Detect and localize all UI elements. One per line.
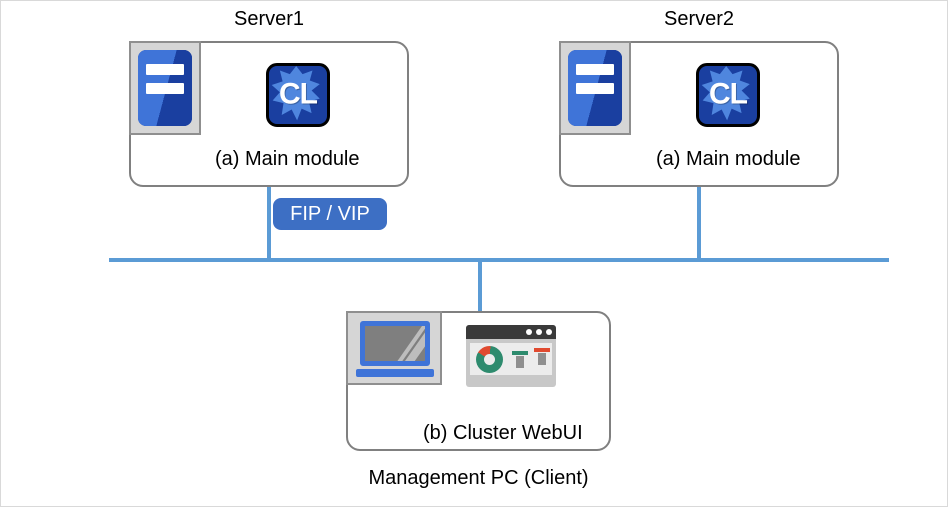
server-rack-icon-bar-2 <box>576 83 614 94</box>
management-pc-box[interactable]: (b) Cluster WebUI <box>346 311 611 451</box>
management-pc-network-link <box>478 260 482 312</box>
browser-dot-icon <box>536 329 542 335</box>
cluster-cl-icon: CL <box>266 63 330 127</box>
browser-dashboard-icon-titlebar <box>466 325 556 339</box>
network-bus-line <box>109 258 889 262</box>
browser-dashboard-icon <box>466 325 556 387</box>
cluster-webui-label: (b) Cluster WebUI <box>423 422 583 444</box>
server2-box[interactable]: CL (a) Main module <box>559 41 839 187</box>
server1-title: Server1 <box>233 8 305 30</box>
browser-dashboard-icon-canvas <box>470 343 552 375</box>
server-rack-icon <box>559 41 631 135</box>
donut-chart-icon <box>476 346 503 373</box>
cluster-cl-icon-text: CL <box>709 77 748 111</box>
cluster-cl-icon-text: CL <box>279 77 318 111</box>
browser-dot-icon <box>526 329 532 335</box>
laptop-icon-screen <box>360 321 430 366</box>
bar-chart-icon-1-stem <box>516 356 524 368</box>
cluster-cl-icon-splash <box>271 66 320 121</box>
bar-chart-icon-1-cap <box>512 351 528 355</box>
server1-network-link <box>267 187 271 262</box>
server-rack-icon-bar-1 <box>146 64 184 75</box>
browser-dot-icon <box>546 329 552 335</box>
cluster-cl-icon: CL <box>696 63 760 127</box>
bar-chart-icon-2-stem <box>538 353 546 365</box>
fip-vip-badge[interactable]: FIP / VIP <box>273 198 387 230</box>
server2-title: Server2 <box>663 8 735 30</box>
server1-box[interactable]: CL (a) Main module <box>129 41 409 187</box>
server-rack-icon-body <box>138 50 192 126</box>
server-rack-icon-bar-1 <box>576 64 614 75</box>
management-pc-title: Management PC (Client) <box>368 467 589 489</box>
cluster-cl-icon-splash <box>701 66 750 121</box>
laptop-icon <box>346 311 442 385</box>
server2-module-label: (a) Main module <box>656 148 801 170</box>
laptop-icon-base <box>356 369 434 377</box>
server2-network-link <box>697 187 701 262</box>
server-rack-icon-bar-2 <box>146 83 184 94</box>
bar-chart-icon-2-cap <box>534 348 550 352</box>
server-rack-icon-body <box>568 50 622 126</box>
server1-module-label: (a) Main module <box>215 148 360 170</box>
server-rack-icon <box>129 41 201 135</box>
